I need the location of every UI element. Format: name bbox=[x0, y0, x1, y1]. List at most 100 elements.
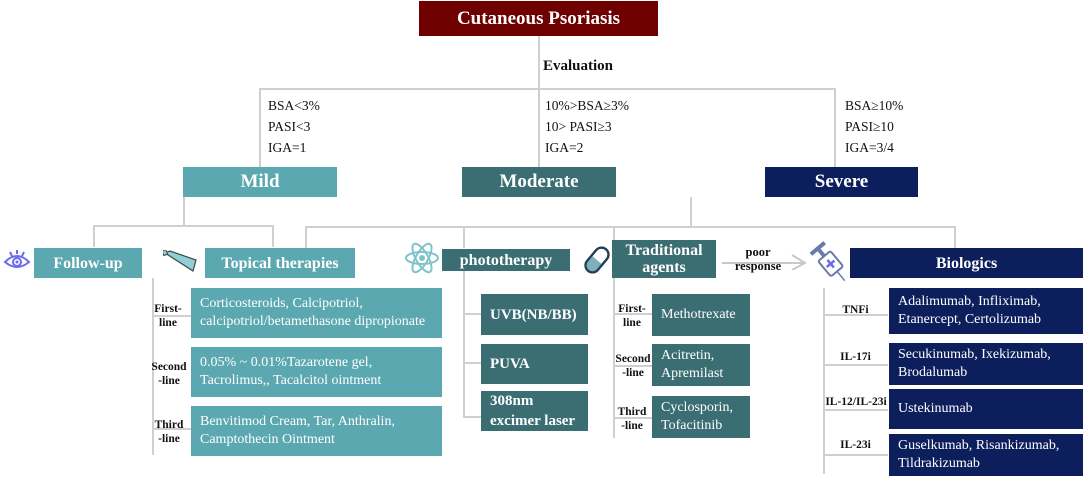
line-label-part: First- bbox=[618, 303, 646, 315]
line-label-part: -line bbox=[158, 375, 180, 387]
drug-text: Acitretin, bbox=[661, 348, 715, 363]
second-line-label: Second -line bbox=[146, 360, 192, 388]
tnfi-box: Adalimumab, Infliximab, Etanercept, Cert… bbox=[889, 288, 1083, 334]
arrow-label: poor bbox=[745, 245, 771, 259]
topical-second-line-box: 0.05% ~ 0.01%Tazarotene gel, Tacrolimus,… bbox=[191, 347, 442, 397]
first-line-label: First- line bbox=[614, 302, 650, 330]
line-label-part: -line bbox=[158, 433, 180, 445]
il12-il23i-box: Ustekinumab bbox=[889, 389, 1083, 429]
drug-text: Secukinumab, Ixekizumab, bbox=[898, 347, 1051, 362]
topical-first-line-box: Corticosteroids, Calcipotriol, calcipotr… bbox=[191, 288, 442, 338]
connector bbox=[823, 314, 888, 316]
connector bbox=[183, 197, 185, 226]
drug-text: Guselkumab, Risankizumab, bbox=[898, 438, 1060, 453]
drug-text: Methotrexate bbox=[661, 307, 736, 322]
phototherapy-label: phototherapy bbox=[459, 251, 553, 269]
connector bbox=[259, 88, 261, 168]
connector bbox=[463, 313, 481, 315]
moderate-criteria: 10%>BSA≥3% 10> PASI≥3 IGA=2 bbox=[545, 95, 629, 158]
line-label-part: Third bbox=[617, 406, 647, 418]
drug-text: Cyclosporin, bbox=[661, 400, 733, 415]
connector bbox=[613, 313, 653, 315]
drug-text: Tacrolimus,, Tacalcitol ointment bbox=[200, 373, 382, 388]
eye-icon bbox=[3, 250, 31, 268]
connector bbox=[463, 362, 481, 364]
drug-text: Apremilast bbox=[661, 366, 724, 381]
therapy-text: excimer laser bbox=[490, 413, 576, 429]
connector bbox=[463, 271, 465, 417]
line-label-part: line bbox=[159, 317, 177, 329]
topical-box: Topical therapies bbox=[205, 248, 355, 278]
il12-il23i-label: IL-12/IL-23i bbox=[825, 396, 887, 408]
criterion: PASI<3 bbox=[268, 119, 311, 134]
drug-text: Etanercept, Certolizumab bbox=[898, 312, 1042, 327]
arrow-right-icon bbox=[722, 254, 808, 270]
methotrexate-box: Methotrexate bbox=[652, 294, 750, 336]
ointment-tube-icon bbox=[163, 250, 197, 272]
evaluation-label: Evaluation bbox=[543, 58, 614, 74]
line-label-part: Second bbox=[615, 353, 651, 365]
connector bbox=[463, 226, 465, 248]
acitretin-box: Acitretin, Apremilast bbox=[652, 344, 750, 386]
connector bbox=[538, 36, 540, 138]
il23i-label: IL-23i bbox=[840, 439, 871, 451]
connector bbox=[305, 226, 307, 248]
tnfi-label: TNFi bbox=[842, 304, 869, 316]
drug-text: Ustekinumab bbox=[898, 401, 973, 416]
il23i-box: Guselkumab, Risankizumab, Tildrakizumab bbox=[889, 434, 1083, 476]
connector bbox=[93, 225, 273, 227]
connector bbox=[93, 225, 95, 247]
criterion: BSA<3% bbox=[268, 98, 320, 113]
severe-criteria: BSA≥10% PASI≥10 IGA=3/4 bbox=[845, 95, 903, 158]
drug-text: 0.05% ~ 0.01%Tazarotene gel, bbox=[200, 355, 373, 370]
drug-text: Benvitimod Cream, Tar, Anthralin, bbox=[200, 414, 395, 429]
criterion: 10> PASI≥3 bbox=[545, 119, 612, 134]
drug-text: Tofacitinib bbox=[661, 418, 723, 433]
connector bbox=[954, 226, 956, 248]
moderate-label: Moderate bbox=[499, 171, 579, 192]
drug-text: Corticosteroids, Calcipotriol, bbox=[200, 296, 363, 311]
mild-label: Mild bbox=[240, 171, 280, 192]
severe-label: Severe bbox=[814, 171, 869, 192]
excimer-laser-box: 308nm excimer laser bbox=[481, 391, 588, 431]
biologics-box: Biologics bbox=[850, 248, 1083, 278]
criterion: BSA≥10% bbox=[845, 98, 904, 113]
uvb-box: UVB(NB/BB) bbox=[481, 294, 588, 335]
connector bbox=[152, 278, 154, 455]
traditional-label: agents bbox=[642, 259, 686, 276]
connector bbox=[463, 416, 481, 418]
third-line-label: Third -line bbox=[614, 405, 650, 433]
connector bbox=[259, 88, 835, 90]
connector bbox=[613, 278, 615, 438]
il17i-label: IL-17i bbox=[840, 351, 871, 363]
connector bbox=[152, 315, 192, 317]
atom-icon bbox=[405, 242, 439, 274]
connector bbox=[272, 225, 274, 247]
connector bbox=[823, 454, 888, 456]
third-line-label: Third -line bbox=[147, 418, 191, 446]
drug-text: Brodalumab bbox=[898, 365, 968, 380]
first-line-label: First- line bbox=[147, 302, 189, 330]
connector bbox=[305, 226, 955, 228]
criterion: IGA=3/4 bbox=[845, 140, 894, 155]
syringe-icon bbox=[810, 241, 846, 282]
line-label-part: -line bbox=[621, 420, 643, 432]
therapy-text: PUVA bbox=[490, 356, 530, 372]
severe-box: Severe bbox=[765, 167, 918, 197]
topical-label: Topical therapies bbox=[221, 254, 339, 272]
connector bbox=[613, 365, 653, 367]
drug-text: Tildrakizumab bbox=[898, 456, 980, 471]
drug-text: Camptothecin Ointment bbox=[200, 432, 335, 447]
line-label-part: First- bbox=[154, 303, 182, 315]
criterion: IGA=2 bbox=[545, 140, 584, 155]
criterion: IGA=1 bbox=[268, 140, 307, 155]
second-line-label: Second -line bbox=[613, 352, 653, 380]
puva-box: PUVA bbox=[481, 344, 588, 384]
topical-third-line-box: Benvitimod Cream, Tar, Anthralin, Campto… bbox=[191, 406, 442, 456]
connector bbox=[613, 226, 615, 248]
connector bbox=[823, 288, 825, 474]
connector bbox=[834, 88, 836, 168]
drug-text: Adalimumab, Infliximab, bbox=[898, 294, 1041, 309]
cyclosporin-box: Cyclosporin, Tofacitinib bbox=[652, 396, 750, 438]
therapy-text: UVB(NB/BB) bbox=[490, 306, 577, 323]
